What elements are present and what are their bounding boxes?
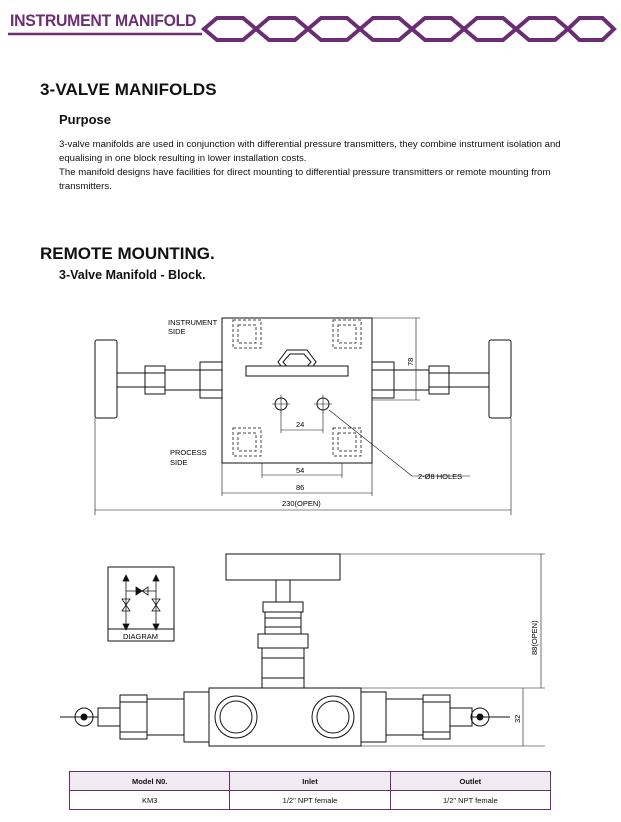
stem-nut: [262, 601, 304, 613]
chain-link: [460, 16, 520, 42]
port-outlines: [232, 319, 362, 457]
chain-link: [565, 16, 617, 42]
table-row: KM3 1/2" NPT female 1/2" NPT female: [68, 790, 552, 810]
diagram-label: DIAGRAM: [123, 632, 158, 641]
purpose-text: 3-valve manifolds are used in conjunctio…: [59, 138, 579, 194]
left-handwheel: [74, 707, 94, 727]
instrument-side-label: INSTRUMENT: [168, 318, 218, 327]
outlet-port: [311, 695, 355, 739]
holes-label: 2-Ø8 HOLES: [418, 472, 462, 481]
chain-link: [512, 16, 572, 42]
purpose-paragraph: 3-valve manifolds are used in conjunctio…: [59, 139, 561, 164]
process-side-label: SIDE: [170, 458, 188, 467]
side-view-drawing: DIAGRAM 88(OPEN) 32: [60, 553, 545, 747]
chain-link: [356, 16, 416, 42]
remote-mounting-subtitle: 3-Valve Manifold - Block.: [59, 268, 206, 282]
dim-24: 24: [296, 420, 304, 429]
spec-table: Model N0. Inlet Outlet KM3 1/2" NPT fema…: [68, 771, 552, 810]
column-header: Model N0.: [68, 771, 231, 791]
chain-link: [200, 16, 260, 42]
chain-link: [408, 16, 468, 42]
dim-32: 32: [513, 715, 522, 723]
dim-open-width: 230(OPEN): [282, 499, 321, 508]
dim-86: 86: [296, 483, 304, 492]
dimension-lines: [94, 317, 512, 515]
page-header: INSTRUMENT MANIFOLD: [0, 0, 621, 52]
table-cell: 1/2" NPT female: [389, 790, 552, 810]
column-header: Inlet: [229, 771, 391, 791]
table-header-row: Model N0. Inlet Outlet: [68, 771, 552, 791]
dim-height-open: 88(OPEN): [530, 620, 539, 655]
right-valve-assembly: [371, 339, 512, 419]
equaliser-handle: [245, 365, 349, 377]
chain-link: [304, 16, 364, 42]
chain-link: [252, 16, 312, 42]
dim-78: 78: [406, 358, 415, 366]
purpose-paragraph: The manifold designs have facilities for…: [59, 167, 551, 192]
left-valve-assembly: [94, 339, 223, 419]
header-chain-band: [8, 16, 617, 42]
purpose-heading: Purpose: [59, 112, 112, 127]
bonnet: [261, 647, 305, 689]
outlet-port: [214, 695, 258, 739]
column-header: Outlet: [389, 771, 552, 791]
table-cell: KM3: [68, 790, 231, 810]
table-cell: 1/2" NPT female: [229, 790, 391, 810]
front-view-drawing: INSTRUMENT SIDE PROCESS SIDE 24 54 86 23…: [94, 317, 512, 515]
diagram-symbol: [121, 574, 161, 631]
process-side-label: PROCESS: [170, 448, 207, 457]
manifold-block: [221, 317, 373, 464]
section-title: 3-VALVE MANIFOLDS: [40, 80, 217, 99]
top-handle: [225, 553, 341, 581]
header-title: INSTRUMENT MANIFOLD: [10, 11, 197, 30]
instrument-side-label: SIDE: [168, 327, 186, 336]
diagram-box: [107, 566, 175, 642]
side-dimension-lines: [340, 553, 545, 747]
remote-mounting-title: REMOTE MOUNTING.: [40, 244, 215, 263]
right-handwheel: [470, 707, 490, 727]
dim-54: 54: [296, 466, 304, 475]
